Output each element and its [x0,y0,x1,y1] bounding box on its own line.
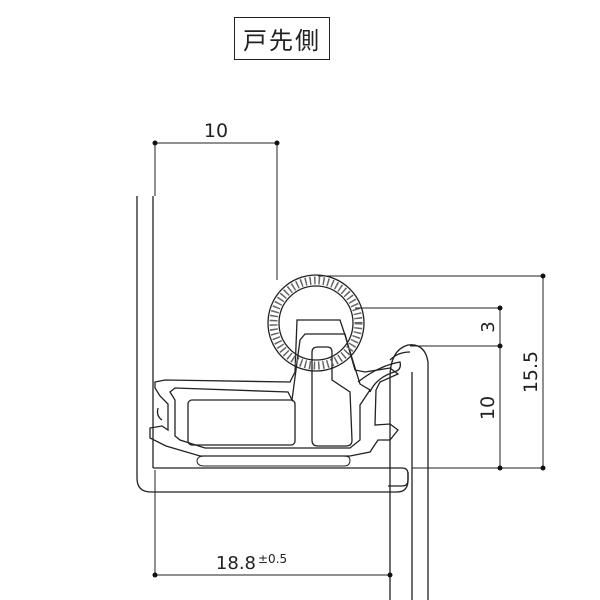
title-label: 戸先側 [234,17,330,60]
gasket-bulb-hatch [269,276,363,370]
dim-total-dot-top [540,273,546,279]
gasket-finger-left [156,407,163,421]
dim-bottom-dot-right [387,572,393,578]
dim-total-dot-bottom [540,465,546,471]
dim-gap-label: 3 [478,321,499,332]
gasket-foam-strip [196,455,351,467]
dim-top-width-label: 10 [204,120,228,142]
gasket-profile [149,319,402,467]
dim-bottom-dot-left [152,572,158,578]
dimension-lines [152,140,546,578]
door-edge [389,344,429,600]
gasket-hollow-left [187,399,296,446]
dim-bottom-width-label: 18.8 [216,553,256,574]
gasket-hollow-right [311,346,353,447]
gasket-bulb [267,274,365,372]
dim-height-dot-bottom [497,465,503,471]
gasket-outer-body [149,319,400,457]
frame-outer-contour [136,196,409,493]
dim-top-dot-left [152,140,158,146]
gasket-inner-body [169,333,371,449]
gasket-bulb-inner [278,285,354,361]
frame-outline [136,196,409,493]
dim-gap-dot-top [497,305,503,311]
gasket-fin-right [357,361,402,393]
door-edge-return [389,351,411,361]
dim-total-height-label: 15.5 [520,351,542,393]
gasket-bulb-outer [267,274,365,372]
dim-top-dot-right [274,140,280,146]
dim-height-label: 10 [477,396,499,420]
door-edge-tip [389,344,429,600]
frame-bottom-right-return [388,467,409,487]
dim-bottom-tolerance-label: ±0.5 [258,552,287,566]
